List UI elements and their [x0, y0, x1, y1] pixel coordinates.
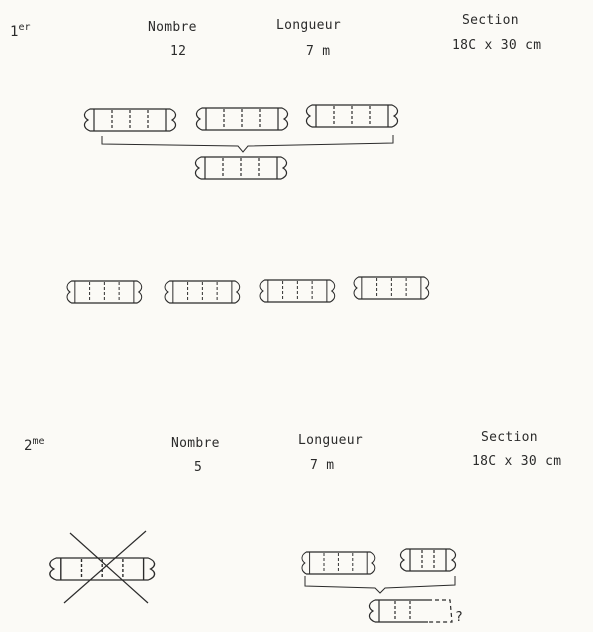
section-1-result-beam	[195, 157, 286, 179]
cross-out-line-a	[70, 533, 148, 603]
beam-2	[196, 108, 287, 130]
section-2-incomplete-beam	[369, 600, 452, 622]
section-1-longueur-label: Longueur	[276, 18, 341, 33]
beam-5	[165, 281, 240, 303]
section-2-ordinal: 2me	[24, 436, 44, 454]
section-2-section-value: 18C x 30 cm	[472, 454, 561, 469]
section-1-nombre-label: Nombre	[148, 20, 197, 35]
beam-9	[302, 552, 375, 574]
beam-3	[306, 105, 397, 127]
section-1-ordinal-suffix: er	[18, 22, 30, 33]
section-2-nombre-label: Nombre	[171, 436, 220, 451]
section-2-rejected-beam	[50, 531, 155, 603]
beam-10	[400, 549, 455, 571]
cross-out-line-b	[64, 531, 146, 603]
section-2-nombre-value: 5	[194, 460, 202, 475]
section-1-top-beam-row	[84, 105, 397, 131]
section-1-section-value: 18C x 30 cm	[452, 38, 541, 53]
section-2-section-label: Section	[481, 430, 538, 445]
section-2-longueur-label: Longueur	[298, 433, 363, 448]
beam-6	[260, 280, 335, 302]
beam-1	[84, 109, 175, 131]
section-1-section-label: Section	[462, 13, 519, 28]
section-1-join-brace	[102, 135, 393, 152]
missing-length-mark: ?	[455, 610, 463, 625]
beam-7	[354, 277, 429, 299]
section-2-join-brace	[305, 576, 455, 593]
section-1-longueur-value: 7 m	[306, 44, 330, 59]
section-1-beam-row-2	[67, 277, 429, 303]
section-1-ordinal: 1er	[10, 22, 30, 40]
section-2-ordinal-suffix: me	[32, 436, 44, 447]
section-2-longueur-value: 7 m	[310, 458, 334, 473]
section-1-nombre-value: 12	[170, 44, 186, 59]
beam-4	[67, 281, 142, 303]
